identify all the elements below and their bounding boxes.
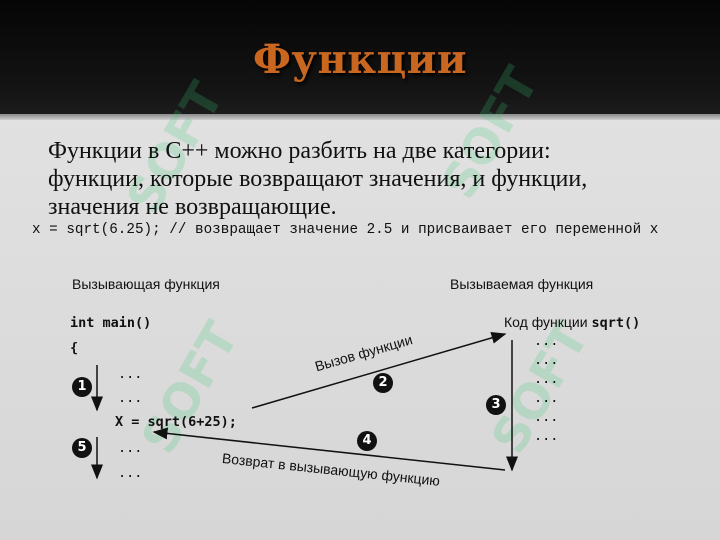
step-2-badge: 2 (373, 373, 393, 393)
right-code-line: ... (534, 333, 559, 349)
step-4-badge: 4 (357, 431, 377, 451)
callee-func-name: sqrt() (591, 315, 641, 331)
right-code-line: ... (534, 390, 559, 406)
return-arrow (152, 427, 506, 471)
title-bar: Функции (0, 0, 720, 114)
step-5-badge: 5 (72, 438, 92, 458)
caller-header: Вызывающая функция (72, 276, 220, 292)
intro-paragraph: Функции в C++ можно разбить на две катег… (48, 137, 688, 221)
slide-title: Функции (252, 36, 468, 83)
sqrt-call-line: X = sqrt(6+25); (115, 414, 237, 430)
callee-code-label: Код функции (504, 314, 588, 330)
left-code-line: ... (118, 366, 143, 382)
right-code-line: ... (534, 428, 559, 444)
main-signature: int main() (70, 315, 152, 331)
paragraph-line: значения не возвращающие. (48, 194, 337, 220)
right-code-line: ... (534, 409, 559, 425)
open-brace: { (70, 340, 79, 356)
left-code-line: ... (118, 390, 143, 406)
step-3-badge: 3 (486, 395, 506, 415)
call-arrow (251, 332, 507, 409)
callee-code-header: Код функции sqrt() (504, 314, 640, 331)
left-code-line: ... (118, 465, 143, 481)
code-example: x = sqrt(6.25); // возвращает значение 2… (32, 222, 659, 238)
left-code-line: ... (118, 440, 143, 456)
right-code-line: ... (534, 371, 559, 387)
step-1-badge: 1 (72, 377, 92, 397)
paragraph-line: функции, которые возвращают значения, и … (48, 166, 588, 192)
callee-header: Вызываемая функция (450, 276, 594, 292)
right-code-line: ... (534, 352, 559, 368)
title-divider (0, 114, 720, 120)
paragraph-line: Функции в C++ можно разбить на две катег… (48, 138, 551, 164)
